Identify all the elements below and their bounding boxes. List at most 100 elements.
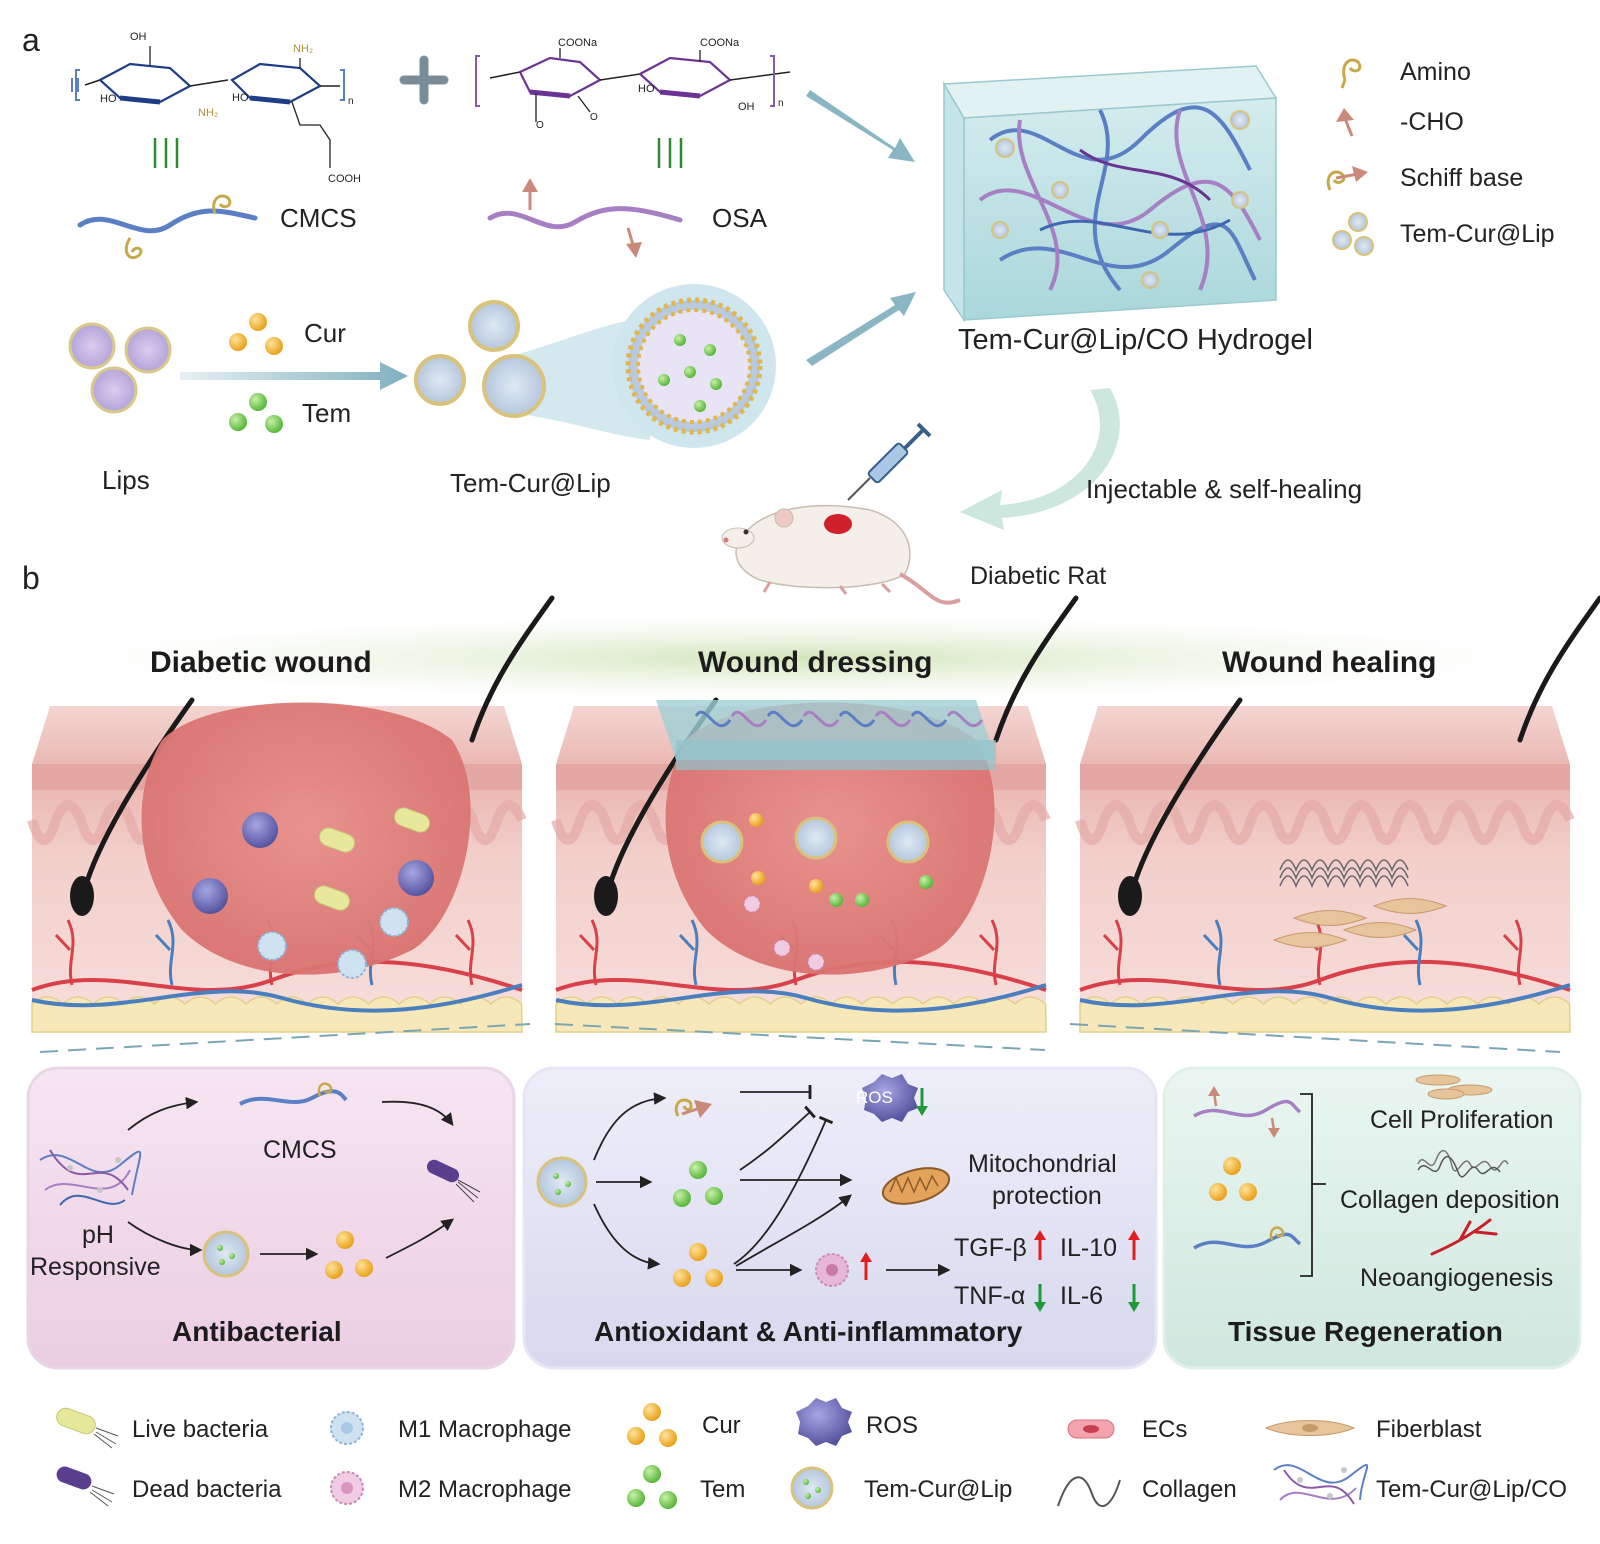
legend-hydrogel-icon (1273, 1463, 1369, 1505)
green-glow-band (80, 616, 1520, 700)
regeneration-diagram (1193, 1074, 1509, 1277)
svg-text:COOH: COOH (328, 173, 361, 185)
tnf-alpha-label: TNF-α (954, 1282, 1026, 1310)
plus-sign (399, 55, 449, 105)
panel-b-letter: b (22, 560, 40, 596)
svg-text:NH₂: NH₂ (293, 43, 313, 55)
antibacterial-box (26, 1066, 516, 1370)
lips-icon (68, 322, 172, 414)
legend-tem-label: Tem (700, 1476, 746, 1503)
key-liposome-icon (1332, 212, 1374, 256)
legend-m2-macrophage-icon (330, 1471, 364, 1505)
amino-icon (1340, 58, 1362, 89)
diabetic-rat-label: Diabetic Rat (970, 562, 1107, 590)
svg-text:O: O (536, 120, 544, 131)
responsive-label: Responsive (30, 1253, 161, 1281)
legend-dead-bacteria-icon (56, 1466, 115, 1507)
legend-liposome-icon (790, 1466, 834, 1510)
svg-text:n: n (778, 98, 784, 109)
ph-label: pH (82, 1221, 114, 1249)
diabetic-rat-icon (721, 504, 961, 605)
il10-label: IL-10 (1060, 1234, 1117, 1262)
cmcs-equivalence-mark (153, 138, 179, 168)
protection-label: protection (992, 1182, 1102, 1210)
legend-cur-label: Cur (702, 1412, 741, 1439)
svg-text:NH₂: NH₂ (198, 107, 218, 119)
antioxidant-diagram (536, 1074, 1140, 1312)
svg-text:HO: HO (638, 83, 655, 95)
key-cho-label: -CHO (1400, 108, 1464, 136)
tem-cur-lip-label: Tem-Cur@Lip (450, 468, 611, 498)
svg-text:HO: HO (232, 92, 249, 104)
skin-block-diabetic-wound (27, 595, 555, 1033)
legend-fiberblast-icon (1264, 1420, 1356, 1436)
svg-text:O: O (590, 112, 598, 123)
svg-text:HO: HO (100, 93, 117, 105)
cur-label: Cur (304, 318, 346, 348)
schiff-base-icon (1326, 166, 1368, 191)
cur-drug-icon (229, 313, 283, 355)
svg-text:COONa: COONa (700, 37, 740, 49)
osa-equivalence-mark (657, 138, 683, 168)
tgf-beta-label: TGF-β (954, 1234, 1027, 1262)
antibacterial-cmcs-label: CMCS (263, 1136, 337, 1164)
legend-tem-icon (627, 1465, 677, 1509)
legend-m2-macrophage-label: M2 Macrophage (398, 1476, 572, 1503)
legend-ros-label: ROS (866, 1412, 919, 1439)
antioxidant-title: Antioxidant & Anti-inflammatory (594, 1316, 1023, 1347)
injection-arrow (960, 388, 1120, 530)
svg-text:COONa: COONa (558, 37, 598, 49)
legend-m1-macrophage-label: M1 Macrophage (398, 1416, 572, 1443)
cell-proliferation-label: Cell Proliferation (1370, 1106, 1554, 1134)
antibacterial-diagram (39, 1082, 481, 1279)
svg-text:OH: OH (130, 31, 147, 43)
injectable-label: Injectable & self-healing (1086, 474, 1363, 504)
loading-arrow (180, 362, 408, 390)
legend-fiberblast-label: Fiberblast (1376, 1416, 1482, 1443)
panel-a-letter: a (22, 22, 40, 58)
mitochondrial-label: Mitochondrial (968, 1150, 1117, 1178)
legend-liposome-label: Tem-Cur@Lip (864, 1476, 1013, 1503)
cmcs-chain-icon (77, 194, 258, 259)
key-schiff-base-label: Schiff base (1400, 164, 1524, 192)
regeneration-title: Tissue Regeneration (1228, 1316, 1503, 1347)
syringe-icon (847, 422, 932, 501)
collagen-deposition-label: Collagen deposition (1340, 1186, 1560, 1214)
legend-live-bacteria-icon (56, 1407, 119, 1449)
box-ros-label: ROS (856, 1088, 893, 1107)
legend-dead-bacteria-label: Dead bacteria (132, 1476, 282, 1503)
key-liposome-label: Tem-Cur@Lip (1400, 220, 1555, 248)
neoangiogenesis-label: Neoangiogenesis (1360, 1264, 1554, 1292)
tem-label: Tem (302, 398, 352, 428)
key-amino-label: Amino (1400, 58, 1471, 86)
legend-cur-icon (627, 1403, 677, 1447)
svg-text:OH: OH (738, 101, 755, 113)
legend-collagen-icon (1057, 1476, 1121, 1507)
svg-text:n: n (348, 96, 354, 107)
cho-icon (1336, 108, 1354, 137)
regeneration-box (1162, 1066, 1582, 1370)
osa-structure (475, 48, 791, 122)
cmcs-structure (71, 46, 345, 168)
flow-arrows-to-hydrogel (806, 90, 916, 366)
skin-block-wound-dressing (551, 595, 1079, 1033)
legend-ecs-icon (1067, 1419, 1115, 1439)
il6-label: IL-6 (1060, 1282, 1104, 1310)
dashed-guide-lines (39, 1023, 1561, 1053)
stage-title-wound-dressing: Wound dressing (698, 646, 933, 679)
antibacterial-title: Antibacterial (172, 1316, 342, 1347)
stage-title-diabetic-wound: Diabetic wound (150, 646, 372, 679)
osa-label: OSA (712, 203, 767, 233)
hydrogel-label: Tem-Cur@Lip/CO Hydrogel (958, 324, 1313, 356)
antioxidant-box (522, 1066, 1158, 1370)
legend-ecs-label: ECs (1142, 1416, 1188, 1443)
legend-live-bacteria-label: Live bacteria (132, 1416, 269, 1443)
legend-m1-macrophage-icon (330, 1411, 364, 1445)
legend-hydrogel-label: Tem-Cur@Lip/CO (1376, 1476, 1568, 1503)
hydrogel-block (942, 65, 1278, 323)
tem-cur-lip-zoom (414, 284, 776, 448)
skin-block-wound-healing (1075, 595, 1600, 1033)
tem-drug-icon (229, 393, 283, 433)
osa-chain-icon (487, 178, 683, 258)
